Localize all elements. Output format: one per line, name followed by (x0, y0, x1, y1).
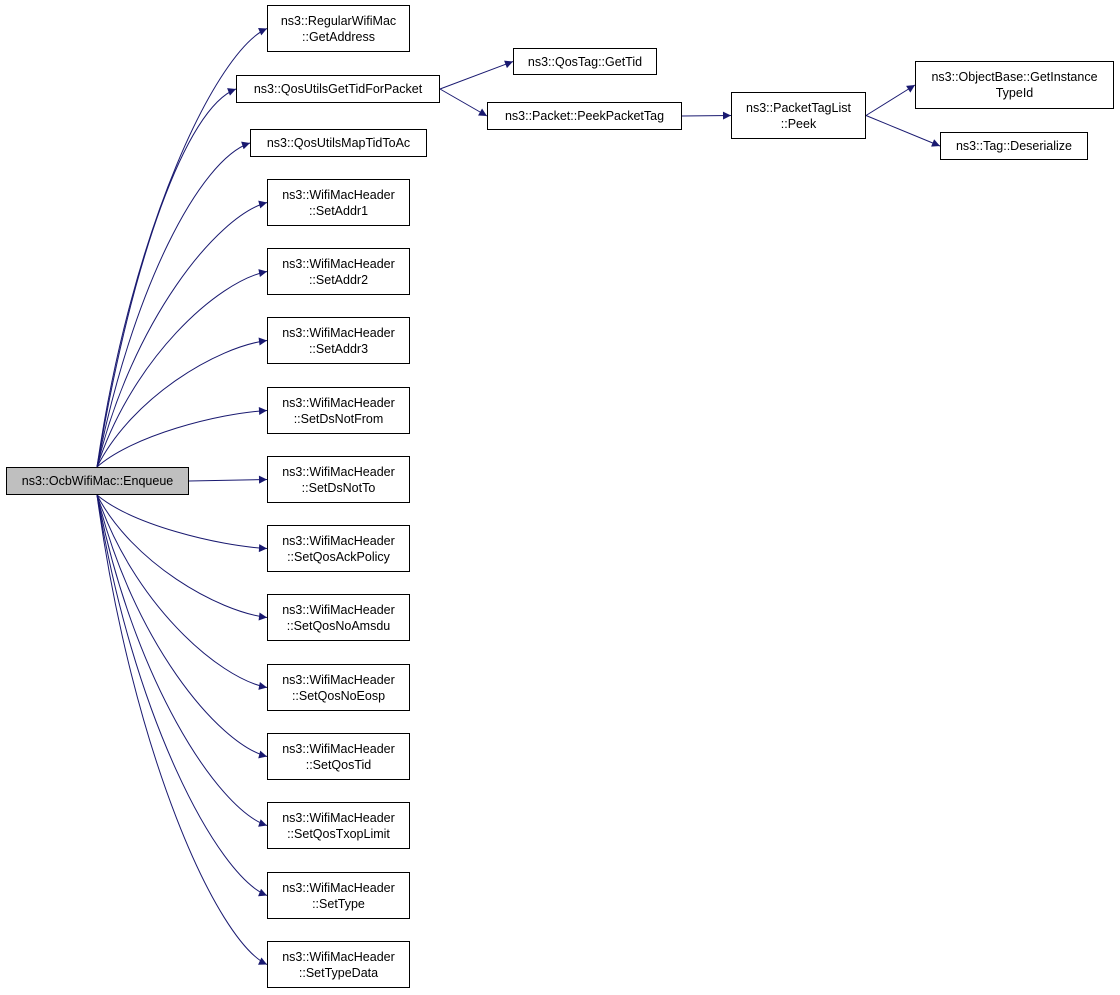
node-set-addr1[interactable]: ns3::WifiMacHeader ::SetAddr1 (267, 179, 410, 226)
node-label: ns3::WifiMacHeader ::SetQosTid (282, 741, 395, 772)
node-label: ns3::QosTag::GetTid (527, 54, 643, 69)
node-label: ns3::Packet::PeekPacketTag (504, 109, 665, 123)
node-set-qos-ack-policy[interactable]: ns3::WifiMacHeader ::SetQosAckPolicy (267, 525, 410, 572)
node-packet-tag-list-peek[interactable]: ns3::PacketTagList ::Peek (731, 92, 866, 139)
node-qos-utils-map-tid-to-ac[interactable]: ns3::QosUtilsMapTidToAc (250, 129, 427, 157)
node-label: ns3::WifiMacHeader ::SetQosNoAmsdu (282, 602, 395, 633)
node-label: ns3::WifiMacHeader ::SetQosNoEosp (282, 672, 395, 703)
node-label: ns3::WifiMacHeader ::SetAddr2 (282, 256, 395, 287)
edge-root-to-set_addr1 (96, 200, 268, 468)
edge-root-to-set_qos_no_eosp (96, 494, 268, 690)
node-set-ds-not-from[interactable]: ns3::WifiMacHeader ::SetDsNotFrom (267, 387, 410, 434)
node-set-ds-not-to[interactable]: ns3::WifiMacHeader ::SetDsNotTo (267, 456, 410, 503)
node-set-addr3[interactable]: ns3::WifiMacHeader ::SetAddr3 (267, 317, 410, 364)
root-function-node: ns3::OcbWifiMac::Enqueue (6, 467, 189, 495)
node-label: ns3::WifiMacHeader ::SetAddr1 (282, 187, 395, 218)
edge-root-to-set_qos_tid (96, 494, 268, 759)
edge-root-to-set_qos_ack_policy (96, 494, 268, 553)
node-qos-tag-get-tid[interactable]: ns3::QosTag::GetTid (513, 48, 657, 75)
node-set-qos-txop-limit[interactable]: ns3::WifiMacHeader ::SetQosTxopLimit (267, 802, 410, 849)
edge-root-to-set_addr3 (96, 337, 268, 468)
node-label: ns3::WifiMacHeader ::SetType (282, 880, 395, 911)
node-set-type-data[interactable]: ns3::WifiMacHeader ::SetTypeData (267, 941, 410, 988)
node-qos-utils-get-tid-for-packet[interactable]: ns3::QosUtilsGetTidForPacket (236, 75, 440, 103)
node-regular-wifi-mac-get-address[interactable]: ns3::RegularWifiMac ::GetAddress (267, 5, 410, 52)
node-object-base-get-instance-type-id[interactable]: ns3::ObjectBase::GetInstance TypeId (915, 61, 1114, 109)
node-set-qos-no-amsdu[interactable]: ns3::WifiMacHeader ::SetQosNoAmsdu (267, 594, 410, 641)
edge-root-to-set_type_data (96, 494, 268, 965)
edge-packet_tag_list_peek-to-object_base_get_instance_type_id (865, 84, 916, 116)
node-label: ns3::WifiMacHeader ::SetQosTxopLimit (282, 810, 395, 841)
node-set-addr2[interactable]: ns3::WifiMacHeader ::SetAddr2 (267, 248, 410, 295)
edge-qos_utils_get_tid_for_packet-to-packet_peek_packet_tag (439, 88, 488, 117)
edge-root-to-set_qos_no_amsdu (96, 494, 268, 621)
node-label: ns3::WifiMacHeader ::SetQosAckPolicy (282, 533, 395, 564)
node-label: ns3::PacketTagList ::Peek (746, 100, 851, 131)
edge-root-to-qos_utils_map_tid_to_ac (96, 141, 251, 468)
node-label: ns3::ObjectBase::GetInstance TypeId (931, 70, 1098, 100)
node-label: ns3::WifiMacHeader ::SetTypeData (282, 949, 395, 980)
edge-root-to-regular_wifi_mac_get_address (96, 28, 268, 468)
edge-root-to-set_qos_txop_limit (96, 494, 268, 827)
node-label: ns3::OcbWifiMac::Enqueue (21, 474, 174, 488)
node-tag-deserialize[interactable]: ns3::Tag::Deserialize (940, 132, 1088, 160)
edge-qos_utils_get_tid_for_packet-to-qos_tag_get_tid (439, 60, 514, 90)
edge-root-to-set_addr2 (96, 269, 268, 468)
edge-root-to-set_type (96, 494, 268, 897)
edge-root-to-set_ds_not_to (188, 475, 268, 484)
node-set-qos-tid[interactable]: ns3::WifiMacHeader ::SetQosTid (267, 733, 410, 780)
node-label: ns3::Tag::Deserialize (955, 139, 1073, 153)
edge-root-to-qos_utils_get_tid_for_packet (96, 88, 237, 468)
edge-root-to-set_ds_not_from (96, 406, 268, 468)
edge-packet_tag_list_peek-to-tag_deserialize (865, 115, 941, 147)
node-label: ns3::WifiMacHeader ::SetDsNotFrom (282, 395, 395, 426)
node-set-qos-no-eosp[interactable]: ns3::WifiMacHeader ::SetQosNoEosp (267, 664, 410, 711)
edge-packet_peek_packet_tag-to-packet_tag_list_peek (681, 111, 732, 120)
call-edges (96, 28, 941, 965)
node-label: ns3::RegularWifiMac ::GetAddress (280, 13, 397, 44)
node-label: ns3::QosUtilsGetTidForPacket (253, 82, 423, 96)
node-label: ns3::WifiMacHeader ::SetAddr3 (282, 325, 395, 356)
node-set-type[interactable]: ns3::WifiMacHeader ::SetType (267, 872, 410, 919)
node-packet-peek-packet-tag[interactable]: ns3::Packet::PeekPacketTag (487, 102, 682, 130)
node-label: ns3::QosUtilsMapTidToAc (266, 136, 411, 150)
node-label: ns3::WifiMacHeader ::SetDsNotTo (282, 464, 395, 495)
